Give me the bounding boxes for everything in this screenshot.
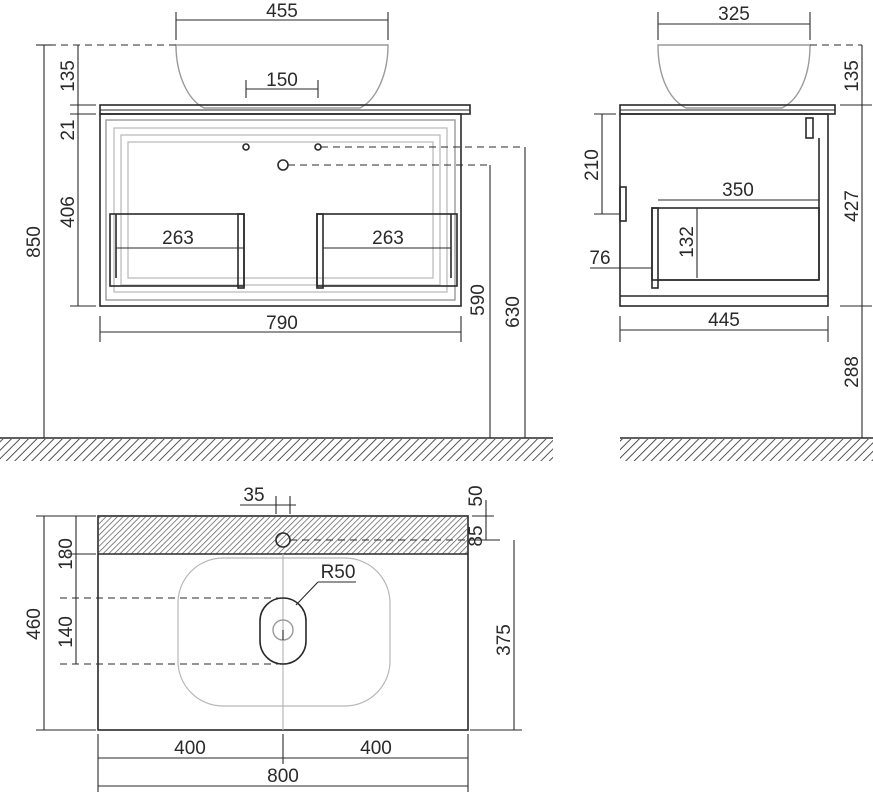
dim-basin-width-side: 325 [657,4,811,40]
floor-side [620,437,873,461]
dim-edges-right: 50 85 [466,485,494,547]
drain-oval [259,597,307,665]
label-263-right: 263 [372,228,404,249]
label-150: 150 [266,70,298,91]
dim-drawer-left: 263 [116,228,244,249]
label-590: 590 [468,284,489,316]
label-460: 460 [24,608,45,640]
label-427: 427 [842,190,863,222]
label-630: 630 [503,296,524,328]
label-400-left: 400 [174,738,206,759]
radius-leader: R50 [295,562,356,606]
drawer-right [316,213,458,287]
dim-hole-offset: 35 [240,485,296,514]
dim-depth-side: 445 [619,310,829,342]
dim-heights-right: 590 630 [468,147,526,438]
overflow-hole [277,159,289,171]
label-263-left: 263 [162,228,194,249]
tap-hole-right [314,143,322,151]
front-view: 455 150 790 263 263 [0,1,553,461]
label-800: 800 [267,766,299,787]
basin-front [175,44,389,109]
cabinet-body-front [99,113,462,307]
label-180: 180 [56,538,77,570]
label-50: 50 [466,485,487,506]
label-135-side: 135 [842,60,863,92]
label-350: 350 [722,180,754,201]
dim-basin-center-depth: 375 [470,540,522,731]
dim-depth-left: 460 180 140 [24,515,96,731]
dim-offset-76: 76 [589,248,652,269]
label-140: 140 [56,616,77,648]
dim-basin-width-front: 455 [175,1,389,40]
label-325: 325 [718,4,750,25]
label-288: 288 [842,356,863,388]
label-210: 210 [582,149,603,181]
dim-width-bottom: 400 400 800 [97,734,469,792]
label-135-front: 135 [58,60,79,92]
dim-heights-side: 135 427 288 [840,45,872,438]
dim-drawer-depth: 350 [658,180,819,201]
floor-front [0,437,553,461]
label-35: 35 [243,485,264,506]
label-r50: R50 [321,562,356,583]
label-406: 406 [58,196,79,228]
back-strip-hatched [99,517,467,554]
label-132: 132 [677,226,698,258]
dim-drain-spacing: 150 [245,70,319,98]
label-76: 76 [589,248,610,269]
basin-side [657,44,811,109]
label-850: 850 [24,226,45,258]
dim-drawer-front-height: 210 [582,113,620,215]
drawer-left [109,213,245,287]
label-21: 21 [58,119,79,140]
basin-outline-top [177,557,391,707]
label-375: 375 [494,624,515,656]
dim-drawer-right: 263 [323,228,451,249]
side-view: 325 210 350 132 76 445 [582,4,873,461]
top-view: 35 R50 50 85 375 460 [24,485,522,792]
label-400-right: 400 [360,738,392,759]
label-445: 445 [708,310,740,331]
label-790: 790 [266,313,298,334]
label-85: 85 [466,525,487,546]
label-455: 455 [266,1,298,22]
dim-cabinet-width: 790 [99,313,462,342]
tap-hole-left [242,143,250,151]
dim-heights-left: 850 135 21 406 [24,44,96,438]
dim-drawer-inner-height: 132 [677,208,698,278]
